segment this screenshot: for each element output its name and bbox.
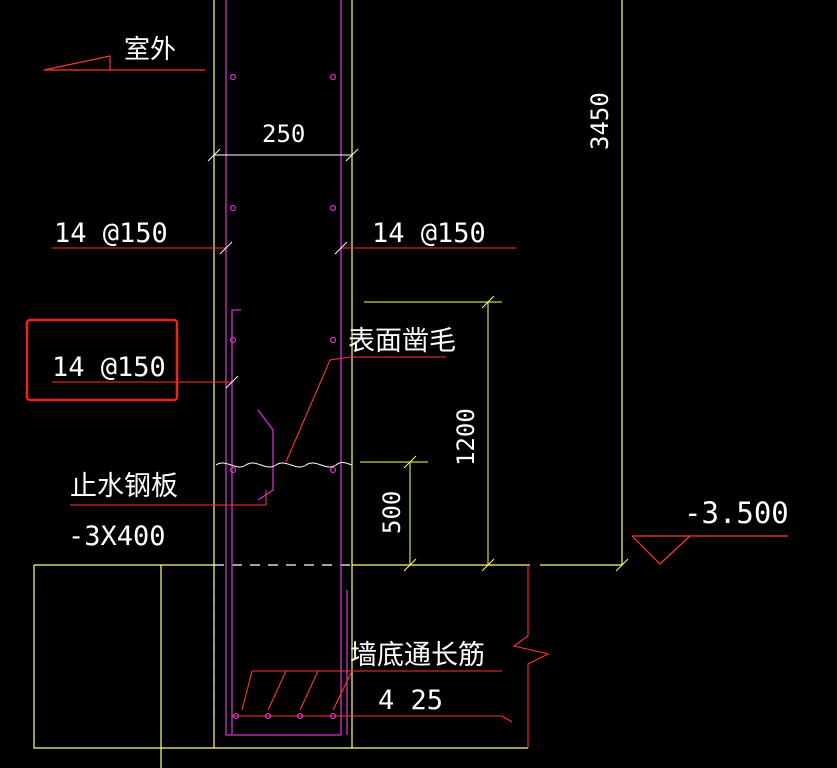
elevation-label: -3.500 — [684, 496, 789, 530]
rebar-highlighted-label: 14 @150 — [52, 352, 166, 383]
dim-3450-text: 3450 — [586, 92, 614, 150]
leader-waterstop — [70, 490, 267, 506]
bottom-bars-spec-label: 4 25 — [378, 685, 443, 716]
rebar-outer-right-label: 14 @150 — [372, 218, 486, 249]
rebar-dot — [329, 73, 337, 81]
leader-bar-3 — [299, 670, 319, 711]
tick-left-248 — [219, 241, 233, 255]
foundation-outline — [33, 565, 528, 749]
dim-500-tick-bottom — [403, 558, 417, 572]
rebar-ticks — [219, 241, 348, 389]
rough-surface-line — [215, 462, 353, 468]
rebar-dot — [229, 204, 237, 212]
break-line — [512, 565, 550, 748]
dim-250-text: 250 — [262, 120, 305, 148]
leader-bar-4 — [332, 670, 353, 711]
outdoor-symbol — [43, 55, 205, 71]
rebar-dot — [329, 204, 337, 212]
surface-roughen-label: 表面凿毛 — [348, 326, 456, 357]
tick-right-248 — [334, 241, 348, 255]
leader-bottom-base-end — [501, 715, 513, 723]
dim-250-tick-right — [345, 148, 359, 162]
highlight-box — [25, 318, 179, 402]
rebar-dot — [329, 336, 337, 344]
leaders — [52, 247, 550, 748]
dim-250 — [207, 148, 359, 162]
outdoor-triangle — [43, 55, 111, 71]
rebar-dot — [229, 336, 237, 344]
rebar-dowel-left — [231, 309, 241, 735]
dim-1200-text: 1200 — [452, 408, 480, 466]
leader-bar-2 — [267, 670, 287, 711]
dim-vertical — [360, 295, 629, 572]
dim-1200-tick-bottom — [481, 558, 495, 572]
bottom-bars-name-label: 墙底通长筋 — [350, 640, 485, 671]
dim-500-tick-top — [403, 455, 417, 469]
rebar-dot — [329, 466, 337, 474]
rebar-dot — [229, 466, 237, 474]
rebar-dot — [229, 73, 237, 81]
dim-3450-tick-bottom — [615, 558, 629, 572]
elevation-triangle — [631, 535, 691, 565]
waterstop-size-label: -3X400 — [68, 521, 166, 552]
rebar-outer-left-label: 14 @150 — [54, 218, 168, 249]
leader-surface-roughen — [285, 356, 446, 463]
outdoor-label: 室外 — [124, 35, 176, 65]
concrete-outline — [33, 0, 623, 768]
dim-250-tick-left — [207, 148, 221, 162]
waterstop-name-label: 止水钢板 — [70, 471, 178, 502]
rebar-group — [225, 0, 348, 736]
dim-500-text: 500 — [378, 491, 406, 534]
leader-bar-1 — [241, 670, 253, 711]
elevation-marker — [631, 535, 788, 565]
tick-left-382 — [225, 375, 239, 389]
dim-1200-tick-top — [481, 295, 495, 309]
